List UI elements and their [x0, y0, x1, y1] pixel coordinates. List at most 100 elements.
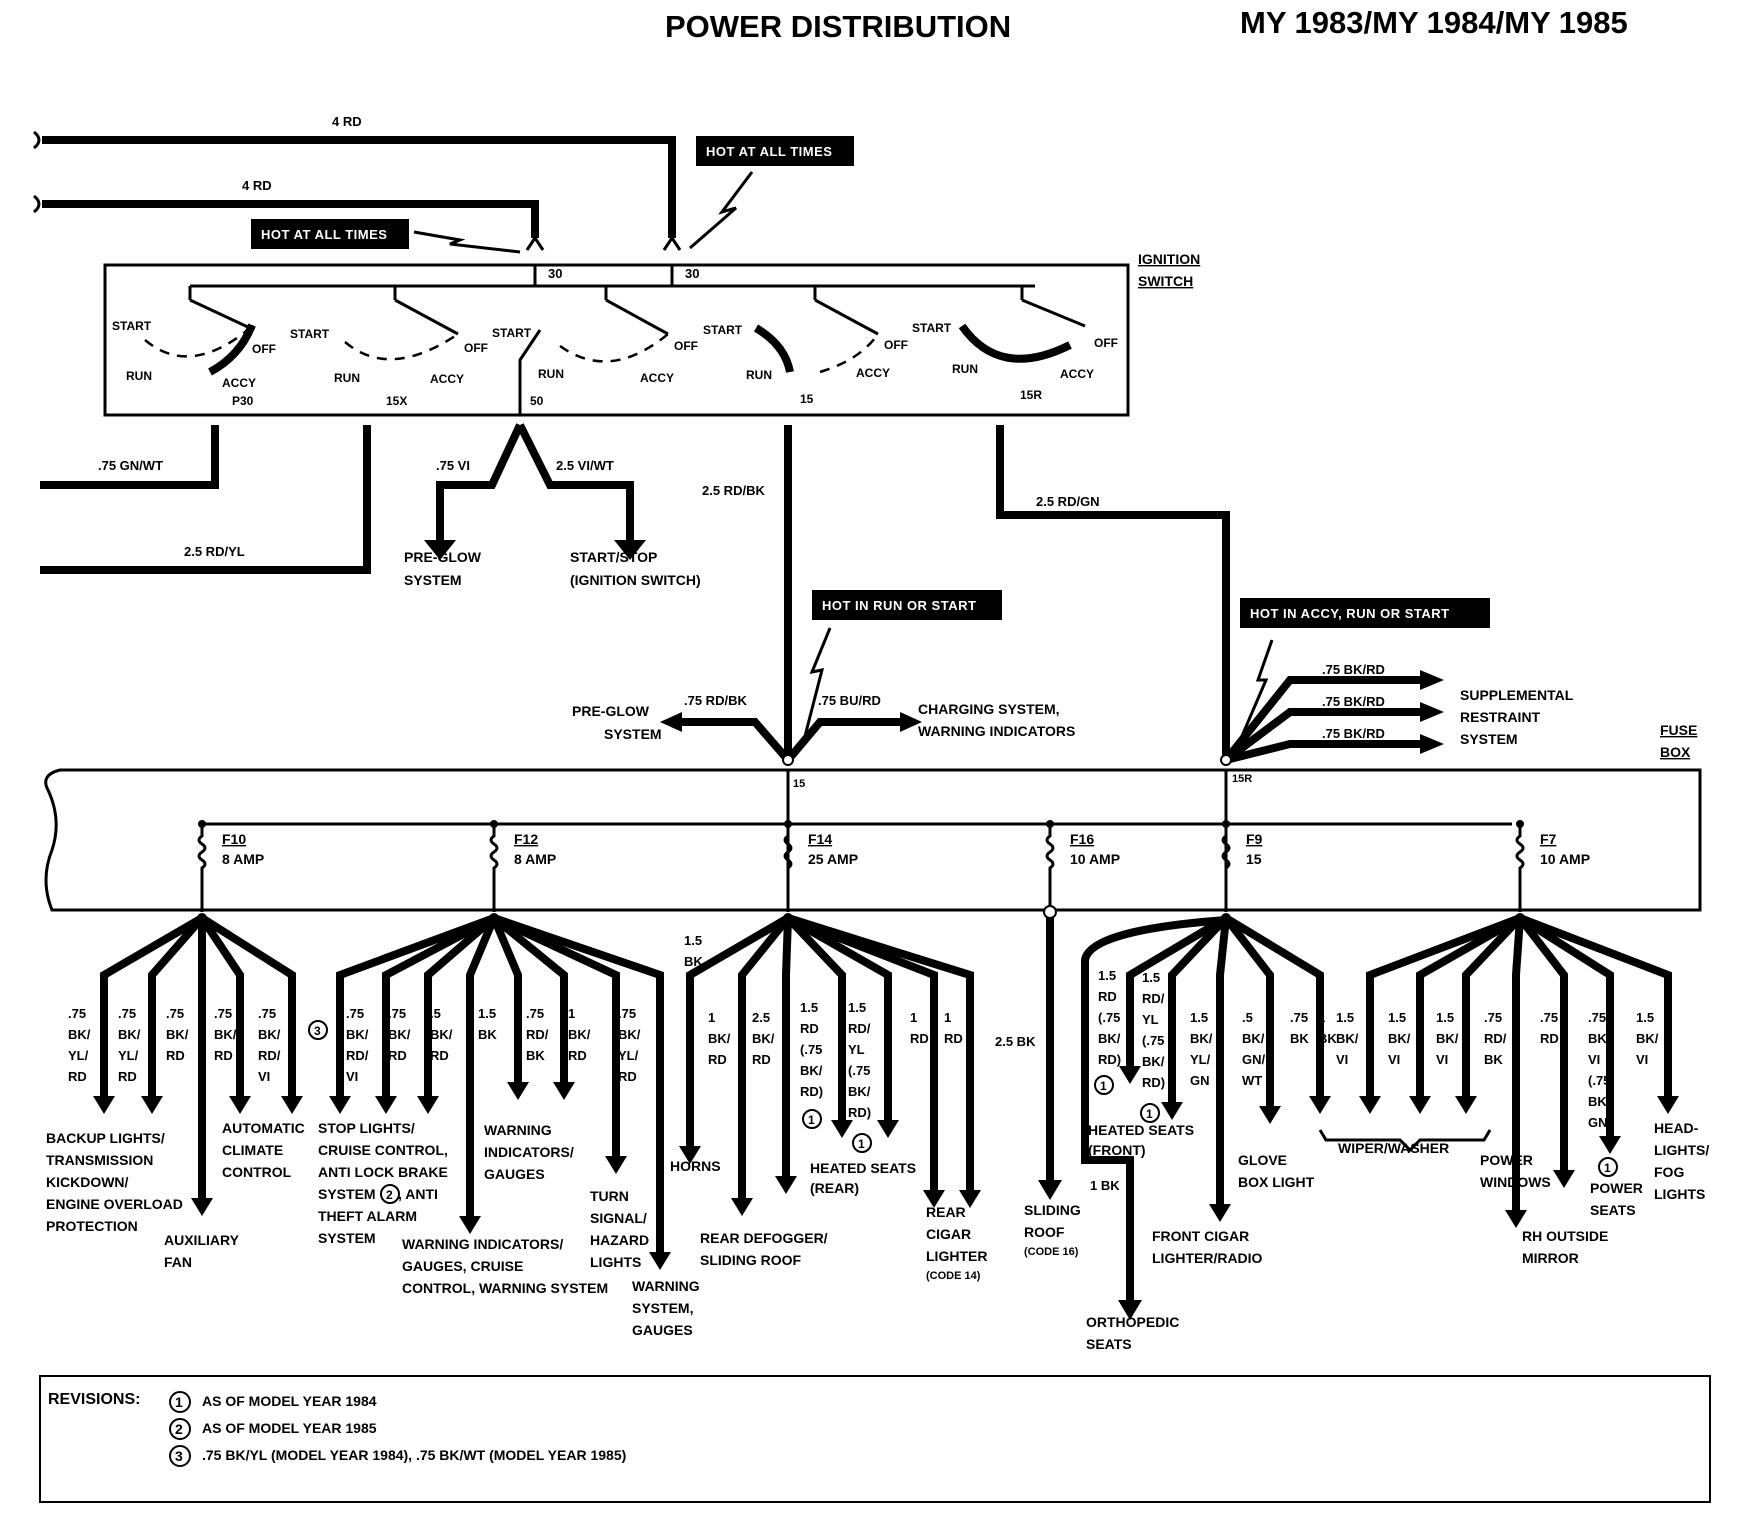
svg-text:2.5 RD/GN: 2.5 RD/GN	[1036, 494, 1100, 509]
svg-text:KICKDOWN/: KICKDOWN/	[46, 1174, 129, 1190]
svg-text:SUPPLEMENTAL: SUPPLEMENTAL	[1460, 687, 1574, 703]
svg-text:HAZARD: HAZARD	[590, 1232, 649, 1248]
svg-text:LIGHTS: LIGHTS	[1654, 1186, 1705, 1202]
svg-text:RUN: RUN	[952, 362, 978, 376]
svg-text:RUN: RUN	[126, 369, 152, 383]
svg-text:GAUGES: GAUGES	[484, 1166, 545, 1182]
wiper-bracket	[1318, 1129, 1492, 1153]
revision-items: 1 AS OF MODEL YEAR 1984 2 AS OF MODEL YE…	[169, 1391, 626, 1467]
fuse-box	[44, 768, 1702, 912]
fuse-rating: 10 AMP	[1070, 851, 1120, 867]
svg-text:MIRROR: MIRROR	[1522, 1250, 1579, 1266]
switch-internal-bus	[188, 265, 1035, 300]
svg-text:RUN: RUN	[334, 371, 360, 385]
svg-text:15: 15	[793, 778, 805, 790]
svg-text:ORTHOPEDIC: ORTHOPEDIC	[1086, 1314, 1179, 1330]
destination-labels: BACKUP LIGHTS/ TRANSMISSION KICKDOWN/ EN…	[46, 1120, 1709, 1352]
revisions-box	[39, 1375, 1711, 1503]
svg-text:2.5 RD/YL: 2.5 RD/YL	[184, 544, 245, 559]
svg-text:2.5 RD/BK: 2.5 RD/BK	[702, 483, 765, 498]
hot-at-all-times-banner-1: HOT AT ALL TIMES	[696, 136, 854, 166]
svg-text:BOX: BOX	[1660, 744, 1691, 760]
svg-text:HOT AT ALL TIMES: HOT AT ALL TIMES	[261, 227, 387, 242]
svg-text:2.5 VI/WT: 2.5 VI/WT	[556, 458, 614, 473]
fuse-rating: 15	[1246, 851, 1262, 867]
svg-text:50: 50	[530, 394, 544, 408]
svg-text:SYSTEM: SYSTEM	[1460, 731, 1518, 747]
svg-text:SYSTEM: SYSTEM	[318, 1186, 376, 1202]
svg-text:INDICATORS/: INDICATORS/	[484, 1144, 574, 1160]
svg-text:HOT IN RUN OR START: HOT IN RUN OR START	[822, 598, 976, 613]
page-title: POWER DISTRIBUTION	[665, 9, 1011, 44]
svg-text:2: 2	[386, 1188, 393, 1202]
svg-text:START/STOP: START/STOP	[570, 549, 657, 565]
svg-text:WIPER/WASHER: WIPER/WASHER	[1338, 1140, 1449, 1156]
hot-at-all-times-banner-2: HOT AT ALL TIMES	[251, 219, 409, 249]
hot-in-accy-banner: HOT IN ACCY, RUN OR START	[1240, 598, 1490, 628]
svg-text:POWER: POWER	[1590, 1180, 1643, 1196]
svg-text:30: 30	[685, 266, 699, 281]
svg-text:.75 BK/RD: .75 BK/RD	[1322, 726, 1385, 741]
svg-text:OFF: OFF	[464, 341, 488, 355]
fuse-id: F7	[1540, 831, 1557, 847]
svg-text:GAUGES: GAUGES	[632, 1322, 693, 1338]
svg-text:SLIDING ROOF: SLIDING ROOF	[700, 1252, 802, 1268]
svg-text:CRUISE CONTROL,: CRUISE CONTROL,	[318, 1142, 448, 1158]
svg-text:POWER: POWER	[1480, 1152, 1533, 1168]
svg-text:ACCY: ACCY	[1060, 367, 1094, 381]
svg-text:FOG: FOG	[1654, 1164, 1684, 1180]
svg-text:SYSTEM: SYSTEM	[604, 726, 662, 742]
svg-text:15R: 15R	[1232, 773, 1252, 785]
lightning-icon	[802, 627, 832, 741]
ignition-switch-label: IGNITION	[1138, 251, 1200, 267]
svg-text:GLOVE: GLOVE	[1238, 1152, 1287, 1168]
branch-f9	[1119, 914, 1331, 1222]
svg-text:(IGNITION SWITCH): (IGNITION SWITCH)	[570, 572, 701, 588]
svg-text:HORNS: HORNS	[670, 1158, 721, 1174]
svg-text:WARNING INDICATORS: WARNING INDICATORS	[918, 723, 1075, 739]
svg-text:RUN: RUN	[746, 368, 772, 382]
svg-text:START: START	[290, 327, 330, 341]
svg-text:RH OUTSIDE: RH OUTSIDE	[1522, 1228, 1608, 1244]
svg-text:WINDOWS: WINDOWS	[1480, 1174, 1551, 1190]
f16-branch	[1038, 905, 1062, 1200]
svg-text:SWITCH: SWITCH	[1138, 273, 1193, 289]
svg-text:15R: 15R	[1020, 388, 1042, 402]
svg-text:CLIMATE: CLIMATE	[222, 1142, 283, 1158]
fuse-f7: F7 10 AMP	[1515, 820, 1590, 923]
svg-text:ROOF: ROOF	[1024, 1224, 1065, 1240]
svg-text:LIGHTS/: LIGHTS/	[1654, 1142, 1709, 1158]
svg-text:TRANSMISSION: TRANSMISSION	[46, 1152, 153, 1168]
ignition-switch-box	[103, 263, 1130, 417]
lightning-icon	[689, 171, 754, 250]
wire-label-4rd-1: 4 RD	[332, 114, 362, 129]
svg-text:ENGINE OVERLOAD: ENGINE OVERLOAD	[46, 1196, 183, 1212]
fuse-rating: 10 AMP	[1540, 851, 1590, 867]
svg-text:REAR DEFOGGER/: REAR DEFOGGER/	[700, 1230, 828, 1246]
fuse-id: F12	[514, 831, 538, 847]
svg-text:3: 3	[314, 1024, 321, 1038]
svg-text:BACKUP LIGHTS/: BACKUP LIGHTS/	[46, 1130, 165, 1146]
svg-text:LIGHTER: LIGHTER	[926, 1248, 987, 1264]
svg-text:FRONT CIGAR: FRONT CIGAR	[1152, 1228, 1249, 1244]
svg-text:OFF: OFF	[252, 342, 276, 356]
fuse-id: F10	[222, 831, 246, 847]
svg-text:HOT IN ACCY, RUN OR START: HOT IN ACCY, RUN OR START	[1250, 606, 1450, 621]
svg-text:SYSTEM: SYSTEM	[404, 572, 462, 588]
